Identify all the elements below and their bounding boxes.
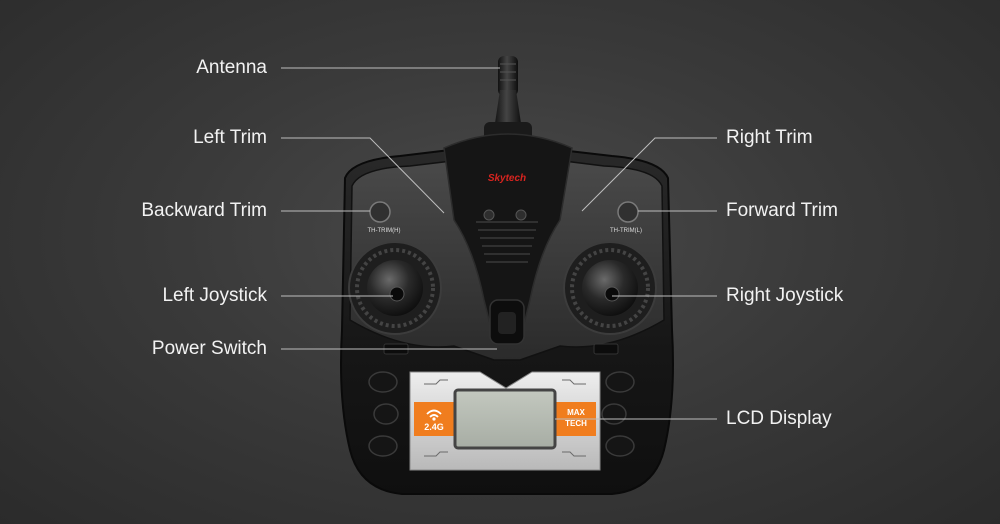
right-joystick xyxy=(563,241,657,335)
leader-left-trim xyxy=(281,137,445,214)
leader-right-trim xyxy=(581,137,717,212)
badge-line-1: MAX xyxy=(567,408,585,417)
badge-line-2: TECH xyxy=(565,419,587,428)
backward-trim-button xyxy=(369,201,391,223)
label-power-switch: Power Switch xyxy=(151,338,267,359)
label-lcd-display: LCD Display xyxy=(726,408,832,429)
right-trim-marking: TH-TRIM(L) xyxy=(610,228,642,234)
label-right-trim: Right Trim xyxy=(726,127,813,148)
label-right-joystick: Right Joystick xyxy=(726,285,844,306)
label-forward-trim: Forward Trim xyxy=(726,200,838,221)
frequency-badge: 2.4G xyxy=(424,422,444,432)
forward-trim-button xyxy=(617,201,639,223)
led-indicator xyxy=(515,209,527,221)
led-indicator xyxy=(483,209,495,221)
label-backward-trim: Backward Trim xyxy=(141,200,267,221)
label-antenna: Antenna xyxy=(196,57,267,78)
wireless-icon xyxy=(426,409,442,418)
brand-logo: Skytech xyxy=(488,173,526,184)
lcd-screen xyxy=(453,388,557,450)
left-trim-marking: TH-TRIM(H) xyxy=(368,228,401,234)
right-slide-switch xyxy=(593,343,619,355)
left-joystick xyxy=(348,241,442,335)
leader-lines xyxy=(281,67,717,420)
label-left-trim: Left Trim xyxy=(193,127,267,148)
label-left-joystick: Left Joystick xyxy=(162,285,267,306)
antenna xyxy=(484,56,532,142)
